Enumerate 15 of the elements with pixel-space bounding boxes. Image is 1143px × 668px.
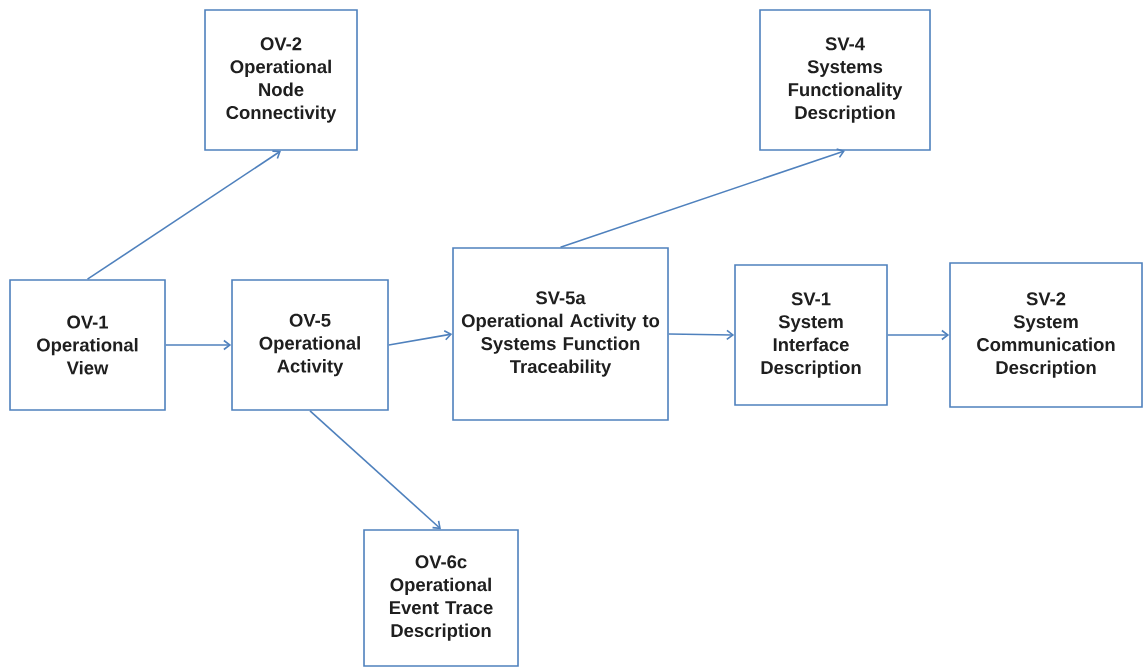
process-box: SV-4 Systems Functionality Description bbox=[759, 9, 931, 151]
arrow bbox=[668, 329, 735, 341]
arrow bbox=[309, 410, 441, 530]
process-box: OV-1 Operational View bbox=[9, 279, 166, 411]
process-box: SV-5a Operational Activity to Systems Function Traceability bbox=[452, 247, 669, 421]
arrow bbox=[887, 329, 950, 341]
arrow bbox=[86, 150, 281, 280]
arrow bbox=[388, 330, 453, 346]
process-box: SV-1 System Interface Description bbox=[734, 264, 888, 406]
arrow bbox=[165, 339, 232, 351]
process-box: OV-2 Operational Node Connectivity bbox=[204, 9, 358, 151]
arrow bbox=[559, 148, 845, 248]
process-box: OV-6c Operational Event Trace Description bbox=[363, 529, 519, 667]
process-box: OV-5 Operational Activity bbox=[231, 279, 389, 411]
process-box: SV-2 System Communication Description bbox=[949, 262, 1143, 408]
